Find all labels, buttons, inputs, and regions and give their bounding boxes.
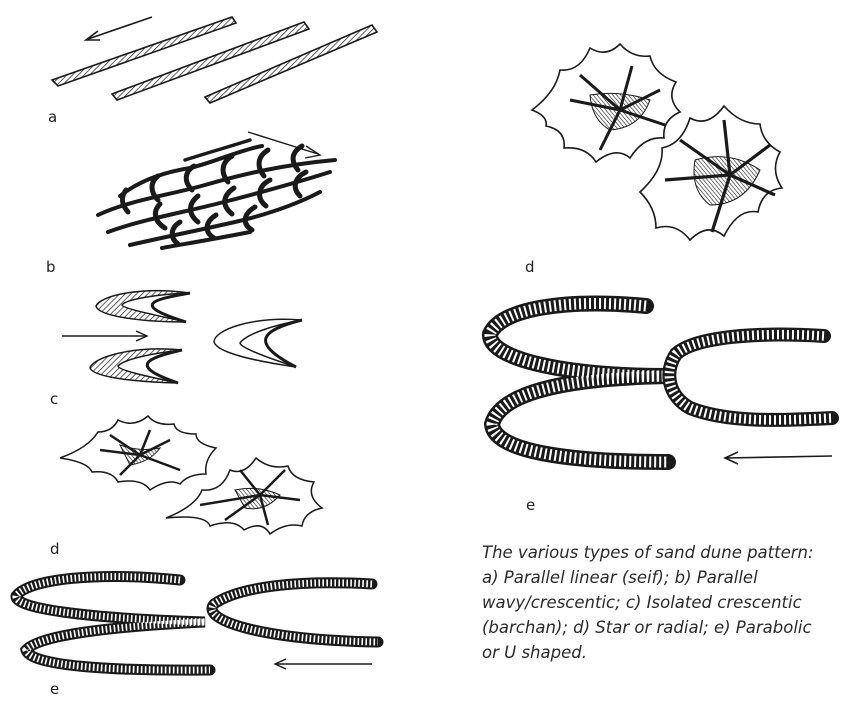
panel-d-star-dunes-large bbox=[532, 44, 782, 240]
label-d-large: d bbox=[525, 258, 535, 276]
panel-c-barchans bbox=[62, 291, 302, 383]
caption-line: wavy/crescentic; c) Isolated crescentic bbox=[482, 590, 848, 615]
wind-arrow-a bbox=[86, 17, 152, 40]
wind-arrow-c bbox=[62, 331, 147, 341]
panel-e-parabolic-small bbox=[16, 577, 378, 671]
label-d-small: d bbox=[50, 540, 60, 558]
linear-dune-ridge bbox=[205, 25, 377, 103]
panel-a-linear-dunes bbox=[52, 17, 377, 103]
linear-dune-ridge bbox=[112, 22, 309, 100]
caption-line: or U shaped. bbox=[482, 640, 848, 665]
star-dune bbox=[60, 416, 216, 490]
panel-d-star-dunes-small bbox=[60, 416, 322, 534]
parabolic-dune bbox=[212, 583, 378, 642]
label-b: b bbox=[46, 258, 56, 276]
barchan-dune bbox=[90, 349, 182, 383]
caption-line: a) Parallel linear (seif); b) Parallel bbox=[482, 565, 848, 590]
linear-dune-ridge bbox=[52, 17, 236, 86]
parabolic-dune bbox=[16, 577, 210, 671]
wind-arrow-e-small bbox=[275, 659, 372, 669]
caption-line: (barchan); d) Star or radial; e) Parabol… bbox=[482, 615, 848, 640]
crescentic-network bbox=[98, 140, 335, 248]
label-e-large: e bbox=[526, 496, 535, 514]
figure-caption: The various types of sand dune pattern: … bbox=[482, 540, 848, 665]
panel-b-crescentic-network bbox=[98, 132, 335, 248]
star-dune bbox=[532, 44, 680, 162]
panel-e-parabolic-large bbox=[490, 304, 832, 464]
label-c: c bbox=[50, 390, 58, 408]
barchan-dune bbox=[214, 319, 302, 367]
label-a: a bbox=[48, 108, 57, 126]
barchan-dune bbox=[96, 291, 190, 322]
label-e-small: e bbox=[50, 680, 59, 698]
parabolic-dune bbox=[669, 335, 832, 420]
wind-arrow-e-large bbox=[725, 452, 832, 464]
caption-line: The various types of sand dune pattern: bbox=[482, 540, 848, 565]
parabolic-dune bbox=[490, 304, 668, 462]
